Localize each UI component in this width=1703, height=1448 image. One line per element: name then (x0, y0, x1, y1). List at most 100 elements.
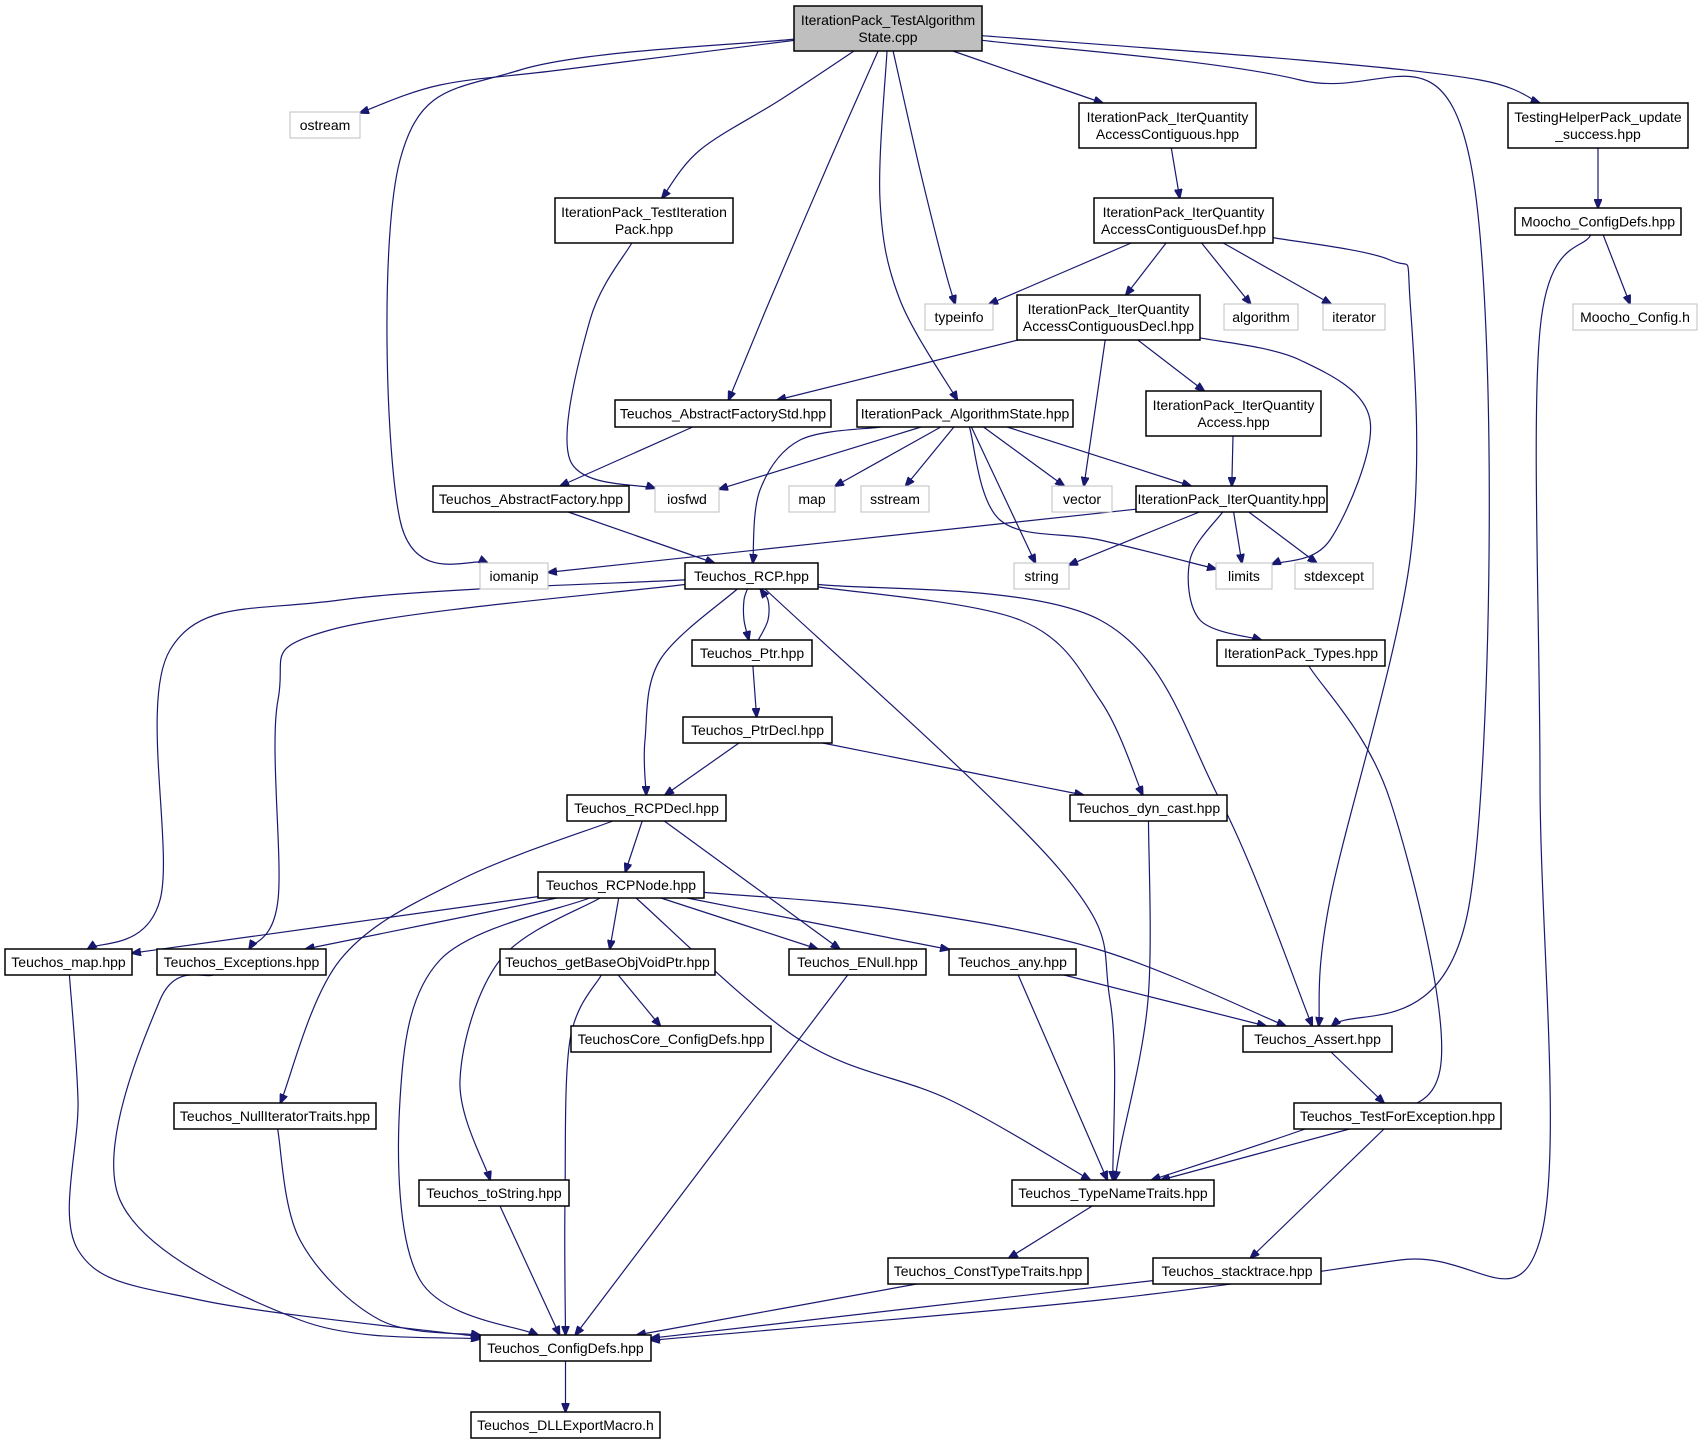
node-tostring[interactable]: Teuchos_toString.hpp (418, 1179, 570, 1207)
node-box (1507, 102, 1689, 149)
node-iqacdef[interactable]: IterationPack_IterQuantityAccessContiguo… (1093, 197, 1274, 244)
node-label: Teuchos_NullIteratorTraits.hpp (180, 1108, 370, 1124)
edge-ptr-to-rcp (757, 589, 770, 641)
node-label: IterationPack_TestIteration (561, 204, 727, 220)
node-label: Teuchos_any.hpp (958, 954, 1067, 970)
node-typename[interactable]: Teuchos_TypeNameTraits.hpp (1011, 1179, 1215, 1207)
node-label: IterationPack_IterQuantity (1153, 397, 1315, 413)
node-testforexc[interactable]: Teuchos_TestForException.hpp (1293, 1102, 1502, 1130)
node-map: map (788, 485, 836, 513)
node-any[interactable]: Teuchos_any.hpp (948, 948, 1077, 976)
node-box (924, 303, 994, 331)
edge-algstate-to-vector (983, 426, 1065, 486)
node-box (470, 1411, 661, 1439)
node-box (1069, 794, 1228, 822)
node-label: Teuchos_RCPDecl.hpp (574, 800, 719, 816)
edge-rcp-to-rcpdecl (644, 588, 738, 795)
node-label: IterationPack_IterQuantity (1028, 301, 1190, 317)
node-box (1223, 303, 1299, 331)
node-box (432, 485, 630, 513)
edge-iterquantity-to-iptypes (1187, 511, 1261, 640)
node-abstractfactorystd[interactable]: Teuchos_AbstractFactoryStd.hpp (614, 399, 832, 428)
edge-rcp-to-ptr (743, 588, 748, 640)
node-dyncast[interactable]: Teuchos_dyn_cast.hpp (1069, 794, 1228, 822)
node-moochoconfigdefs[interactable]: Moocho_ConfigDefs.hpp (1514, 207, 1682, 236)
edge-exceptions-to-configdefs (113, 974, 480, 1339)
node-rcpnode[interactable]: Teuchos_RCPNode.hpp (537, 871, 705, 899)
edge-getbase-to-coreconfigdefs (617, 974, 660, 1026)
edge-root-to-testiteration (662, 50, 855, 198)
edge-rcpnode-to-tassert (703, 891, 1286, 1026)
node-label: Access.hpp (1197, 414, 1270, 430)
edge-iqaccess-to-iterquantity (1232, 435, 1233, 486)
node-sstream: sstream (860, 485, 930, 513)
node-box (1145, 390, 1322, 437)
node-label: IterationPack_IterQuantity.hpp (1137, 491, 1325, 507)
node-algstate[interactable]: IterationPack_AlgorithmState.hpp (856, 399, 1074, 428)
node-label: Moocho_Config.h (1580, 309, 1690, 325)
node-box (1242, 1025, 1393, 1053)
node-label: Teuchos_dyn_cast.hpp (1077, 800, 1220, 816)
edge-algstate-to-limits (968, 426, 1216, 569)
edge-root-to-iomanip (386, 38, 795, 565)
node-rcp[interactable]: Teuchos_RCP.hpp (684, 562, 819, 590)
node-box (289, 111, 361, 139)
node-nulliter[interactable]: Teuchos_NullIteratorTraits.hpp (173, 1102, 377, 1130)
edge-root-to-tassert (981, 39, 1490, 1026)
node-tmap[interactable]: Teuchos_map.hpp (4, 948, 133, 976)
edges-layer (68, 35, 1630, 1412)
node-iptypes[interactable]: IterationPack_Types.hpp (1216, 639, 1386, 667)
node-consttype[interactable]: Teuchos_ConstTypeTraits.hpp (887, 1257, 1089, 1285)
node-rcpdecl[interactable]: Teuchos_RCPDecl.hpp (566, 794, 727, 822)
edge-rcpnode-to-tmap (132, 896, 539, 954)
node-getbase[interactable]: Teuchos_getBaseObjVoidPtr.hpp (499, 948, 716, 976)
node-stacktrace[interactable]: Teuchos_stacktrace.hpp (1152, 1257, 1322, 1285)
node-label: Teuchos_AbstractFactory.hpp (439, 491, 623, 507)
node-iqacdecl[interactable]: IterationPack_IterQuantityAccessContiguo… (1016, 294, 1201, 341)
edge-moochoconfigdefs-to-moochoconfig (1602, 234, 1630, 304)
edge-iptypes-to-typename (1152, 665, 1443, 1180)
edge-root-to-thps (981, 35, 1540, 103)
edge-algstate-to-string (970, 426, 1035, 563)
node-box (173, 1102, 377, 1130)
node-exceptions[interactable]: Teuchos_Exceptions.hpp (156, 948, 327, 976)
node-configdefs[interactable]: Teuchos_ConfigDefs.hpp (479, 1334, 652, 1362)
edge-rcp-to-dyncast (817, 586, 1143, 795)
node-box (1016, 294, 1201, 341)
node-label: Teuchos_RCP.hpp (694, 568, 809, 584)
node-enull[interactable]: Teuchos_ENull.hpp (788, 948, 927, 976)
edge-root-to-iqac (952, 50, 1103, 103)
node-iqac[interactable]: IterationPack_IterQuantityAccessContiguo… (1078, 102, 1257, 149)
node-algorithm: algorithm (1223, 303, 1299, 331)
node-label: AccessContiguous.hpp (1096, 126, 1239, 142)
node-box (856, 399, 1074, 428)
edge-iterquantity-to-limits (1233, 511, 1242, 563)
node-label: Teuchos_DLLExportMacro.h (477, 1417, 654, 1433)
node-box (788, 948, 927, 976)
node-iterquantity[interactable]: IterationPack_IterQuantity.hpp (1135, 485, 1328, 513)
node-coreconfigdefs[interactable]: TeuchosCore_ConfigDefs.hpp (570, 1025, 772, 1053)
node-abstractfactory[interactable]: Teuchos_AbstractFactory.hpp (432, 485, 630, 513)
node-dllexport[interactable]: Teuchos_DLLExportMacro.h (470, 1411, 661, 1439)
node-box (684, 562, 819, 590)
edge-rcp-to-exceptions (249, 583, 686, 950)
node-box (887, 1257, 1089, 1285)
edge-root-to-ostream (360, 39, 795, 112)
edge-stacktrace-to-configdefs (651, 1280, 1154, 1339)
node-box (537, 871, 705, 899)
node-thps[interactable]: TestingHelperPack_update_success.hpp (1507, 102, 1689, 149)
node-label: Teuchos_Assert.hpp (1254, 1031, 1381, 1047)
node-label: Teuchos_Ptr.hpp (700, 645, 805, 661)
node-ptr[interactable]: Teuchos_Ptr.hpp (691, 639, 813, 667)
edge-moochoconfigdefs-to-configdefs (651, 234, 1592, 1340)
node-tassert[interactable]: Teuchos_Assert.hpp (1242, 1025, 1393, 1053)
node-label: Teuchos_toString.hpp (426, 1185, 562, 1201)
node-box (860, 485, 930, 513)
node-label: AccessContiguousDef.hpp (1101, 221, 1266, 237)
edge-ptr-to-ptrdecl (753, 665, 757, 717)
node-box (1215, 562, 1273, 590)
node-ptrdecl[interactable]: Teuchos_PtrDecl.hpp (682, 716, 833, 744)
